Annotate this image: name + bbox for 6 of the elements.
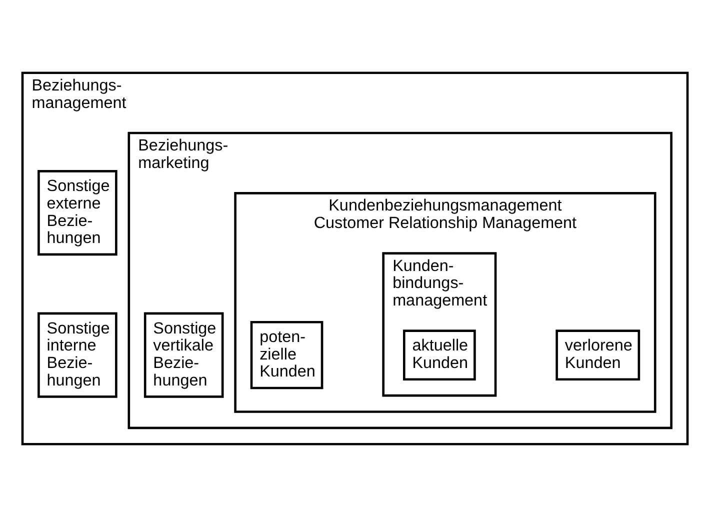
node-box: Sonstige vertikale Bezie- hungen xyxy=(144,312,224,398)
node-box: Sonstige interne Bezie- hungen xyxy=(38,312,118,398)
node-box: verlorene Kunden xyxy=(556,330,640,381)
node-box: poten- zielle Kunden xyxy=(250,320,324,390)
node-box: Sonstige externe Bezie- hungen xyxy=(38,170,118,256)
node-box: aktuelle Kunden xyxy=(403,330,476,381)
